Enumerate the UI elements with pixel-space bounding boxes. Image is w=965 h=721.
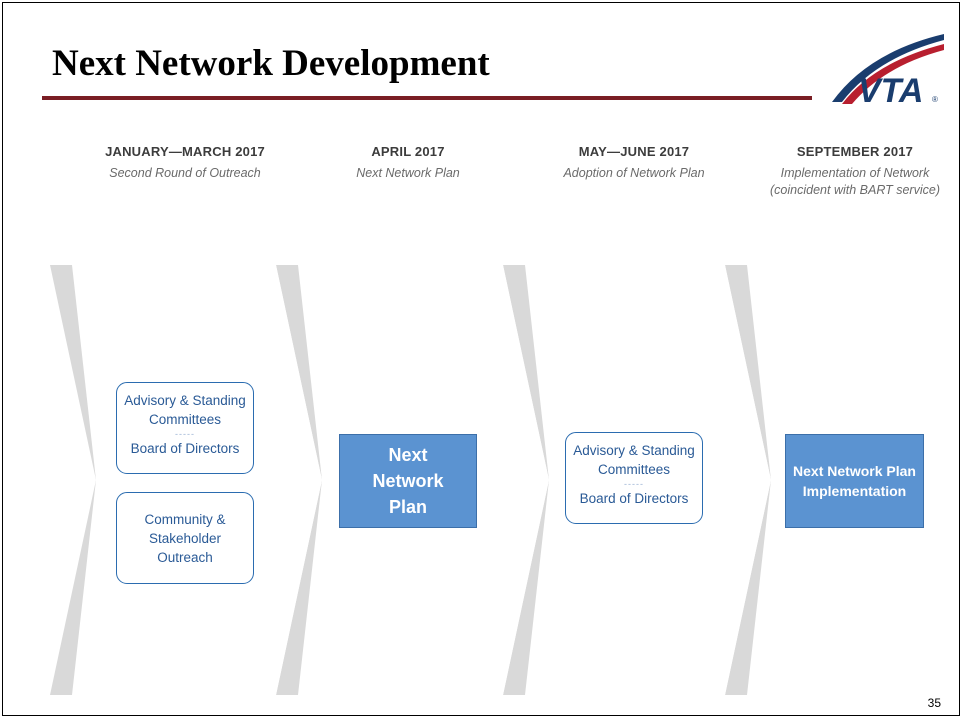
box-line: Network	[372, 471, 444, 491]
title-underline	[42, 96, 812, 100]
phase-2-title: APRIL 2017	[371, 144, 445, 159]
box-line: Community &	[144, 512, 226, 527]
phase-3-subtitle: Adoption of Network Plan	[563, 166, 705, 180]
box-line: Advisory & Standing	[573, 443, 695, 458]
vta-logo: VTA ®	[832, 34, 944, 110]
box-separator: -----	[175, 429, 195, 439]
phase-1-subtitle: Second Round of Outreach	[109, 166, 261, 180]
phase-4-title: SEPTEMBER 2017	[796, 144, 914, 159]
box-line: Committees	[597, 462, 670, 477]
phase-1-committees-box: Advisory & Standing Committees ----- Boa…	[116, 382, 254, 474]
phase-2-header: APRIL 2017 Next Network Plan	[308, 144, 508, 182]
slide-title: Next Network Development	[52, 43, 490, 84]
box-line: Board of Directors	[130, 441, 240, 456]
page-number: 35	[927, 696, 941, 710]
box-line: Next Network Plan	[793, 463, 916, 479]
svg-text:VTA: VTA	[858, 72, 923, 110]
box-line: Implementation	[802, 483, 907, 499]
box-line: Next	[388, 445, 428, 465]
box-line: Plan	[388, 497, 427, 517]
box-line: Outreach	[157, 550, 213, 565]
box-separator: -----	[624, 479, 644, 489]
phase-4-subtitle-line1: Implementation of Network	[780, 166, 930, 180]
phase-4-header: SEPTEMBER 2017 Implementation of Network…	[755, 144, 955, 199]
phase-1-outreach-box: Community & Stakeholder Outreach	[116, 492, 254, 584]
box-line: Stakeholder	[148, 531, 222, 546]
box-line: Committees	[148, 412, 221, 427]
box-line: Advisory & Standing	[124, 393, 246, 408]
phase-4-subtitle: Implementation of Network (coincident wi…	[755, 165, 955, 199]
phase-3-header: MAY—JUNE 2017 Adoption of Network Plan	[534, 144, 734, 182]
phase-3-title: MAY—JUNE 2017	[578, 144, 690, 159]
phase-1-header: JANUARY—MARCH 2017 Second Round of Outre…	[85, 144, 285, 182]
phase-2-subtitle: Next Network Plan	[356, 166, 460, 180]
phase-2-plan-box: Next Network Plan	[339, 434, 477, 528]
phase-3-committees-box: Advisory & Standing Committees ----- Boa…	[565, 432, 703, 524]
svg-text:®: ®	[932, 95, 938, 104]
phase-1-title: JANUARY—MARCH 2017	[105, 144, 265, 159]
phase-4-implementation-box: Next Network Plan Implementation	[785, 434, 924, 528]
phase-4-subtitle-line2: (coincident with BART service)	[770, 183, 940, 197]
box-line: Board of Directors	[579, 491, 689, 506]
